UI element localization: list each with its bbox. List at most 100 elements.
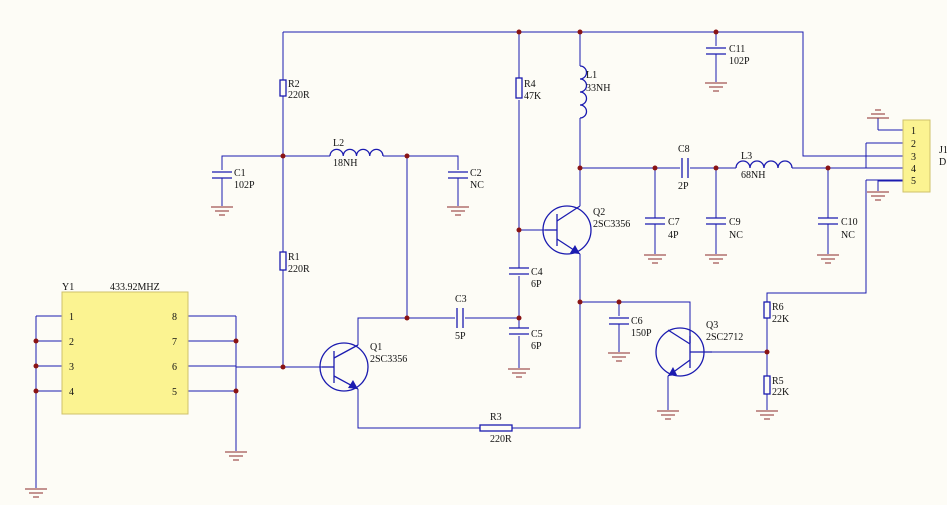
crystal-pin-7: 7 <box>172 337 177 348</box>
connector-pin-4: 4 <box>911 164 916 175</box>
connector-pin-3: 3 <box>911 152 916 163</box>
components-c4-ref-label: C4 <box>531 267 543 278</box>
ground-j1-pin5 <box>867 191 889 201</box>
components-r2-ref-label: R2 <box>288 79 300 90</box>
components-r6-ref-label: R6 <box>772 302 784 313</box>
components-c6-ref-label: C6 <box>631 316 643 327</box>
components-r3-value-label: 220R <box>490 434 512 445</box>
components-l1-value-label: 33NH <box>586 83 610 94</box>
components-c1-value-label: 102P <box>234 180 255 191</box>
components-c4-value-label: 6P <box>531 279 542 290</box>
components-q2-ref-label: Q2 <box>593 207 605 218</box>
components-c8-value-label: 2P <box>678 181 689 192</box>
components-r5-value-label: 22K <box>772 387 790 398</box>
ground-symbols <box>25 82 889 498</box>
capacitor-c9: C9 NC <box>706 217 743 254</box>
ground-q3 <box>657 410 679 420</box>
components-c3-value-label: 5P <box>455 331 466 342</box>
inductor-l1: L1 33NH <box>579 65 610 119</box>
capacitor-c11: C11 102P <box>706 44 750 82</box>
components-c9-ref-label: C9 <box>729 217 741 228</box>
transistor-q3: Q3 2SC2712 <box>655 320 743 410</box>
resistor-r2: R2 220R <box>279 79 310 101</box>
resistor-r4: R4 47K <box>515 77 542 102</box>
components-c11-ref-label: C11 <box>729 44 745 55</box>
crystal-pin-8: 8 <box>172 312 177 323</box>
connector-j1: 1 2 3 4 5 J1 D <box>902 119 947 193</box>
components-c2-ref-label: C2 <box>470 168 482 179</box>
components-r1-ref-label: R1 <box>288 252 300 263</box>
capacitor-c1: C1 102P <box>212 168 255 206</box>
components-q2-value-label: 2SC3356 <box>593 219 630 230</box>
components-c1-ref-label: C1 <box>234 168 246 179</box>
capacitor-c6: C6 150P <box>609 316 652 352</box>
ground-c7 <box>644 254 666 264</box>
ground-j1-pin1 <box>867 109 889 130</box>
crystal-pin-6: 6 <box>172 362 177 373</box>
crystal-pin-4: 4 <box>69 387 74 398</box>
crystal-pin-5: 5 <box>172 387 177 398</box>
components-r4-value-label: 47K <box>524 91 542 102</box>
components-c6-value-label: 150P <box>631 328 652 339</box>
components-r5-ref-label: R5 <box>772 376 784 387</box>
connector-pin-2: 2 <box>911 139 916 150</box>
connector-ref: J1 <box>939 145 947 156</box>
resistor-r1: R1 220R <box>279 251 310 275</box>
transistor-q1: Q1 2SC3356 <box>319 342 407 392</box>
ground-c6 <box>608 352 630 362</box>
inductor-l3: L3 68NH <box>735 151 793 181</box>
ground-c5 <box>508 368 530 378</box>
capacitor-c5: C5 6P <box>509 327 543 352</box>
components-r1-value-label: 220R <box>288 264 310 275</box>
ground-r5 <box>756 410 778 420</box>
resistor-r6: R6 22K <box>763 301 790 325</box>
connector-pin-5: 5 <box>911 176 916 187</box>
components-c2-value-label: NC <box>470 180 484 191</box>
crystal-pin-2: 2 <box>69 337 74 348</box>
components-r3-ref-label: R3 <box>490 412 502 423</box>
components-r2-value-label: 220R <box>288 90 310 101</box>
ground-c1 <box>211 206 233 216</box>
components-l2-value-label: 18NH <box>333 158 357 169</box>
components-c7-ref-label: C7 <box>668 217 680 228</box>
components-c8-ref-label: C8 <box>678 144 690 155</box>
capacitor-c2: C2 NC <box>448 168 484 206</box>
ground-crystal-left <box>25 488 47 498</box>
ground-c9 <box>705 254 727 264</box>
ground-c11 <box>705 82 727 92</box>
crystal-pin-1: 1 <box>69 312 74 323</box>
components-c7-value-label: 4P <box>668 230 679 241</box>
resistor-r3: R3 220R <box>479 412 513 445</box>
crystal-y1: Y1 433.92MHZ 1 2 3 4 8 7 6 5 <box>61 282 189 415</box>
components-r4-ref-label: R4 <box>524 79 536 90</box>
components-c9-value-label: NC <box>729 230 743 241</box>
components-c3-ref-label: C3 <box>455 294 467 305</box>
components-q1-ref-label: Q1 <box>370 342 382 353</box>
connector-value: D <box>939 157 946 168</box>
components-c5-ref-label: C5 <box>531 329 543 340</box>
resistor-r5: R5 22K <box>763 375 790 410</box>
ground-c10 <box>817 254 839 264</box>
components-c5-value-label: 6P <box>531 341 542 352</box>
components-l3-ref-label: L3 <box>741 151 752 162</box>
ground-c2 <box>447 206 469 216</box>
capacitor-c8: C8 2P <box>678 144 690 192</box>
components-l2-ref-label: L2 <box>333 138 344 149</box>
crystal-ref: Y1 <box>62 282 74 293</box>
components-q3-value-label: 2SC2712 <box>706 332 743 343</box>
capacitor-c10: C10 NC <box>818 217 858 254</box>
crystal-pin-3: 3 <box>69 362 74 373</box>
crystal-body <box>61 291 189 415</box>
components-c10-ref-label: C10 <box>841 217 858 228</box>
components-q1-value-label: 2SC3356 <box>370 354 407 365</box>
ground-crystal-right <box>225 451 247 461</box>
transistor-q2: Q2 2SC3356 <box>542 205 630 255</box>
capacitor-c4: C4 6P <box>509 267 543 290</box>
capacitor-c3: C3 5P <box>455 294 467 342</box>
capacitor-c7: C7 4P <box>645 217 680 254</box>
components-l3-value-label: 68NH <box>741 170 765 181</box>
wires <box>35 31 903 488</box>
components-q3-ref-label: Q3 <box>706 320 718 331</box>
connector-pin-1: 1 <box>911 126 916 137</box>
